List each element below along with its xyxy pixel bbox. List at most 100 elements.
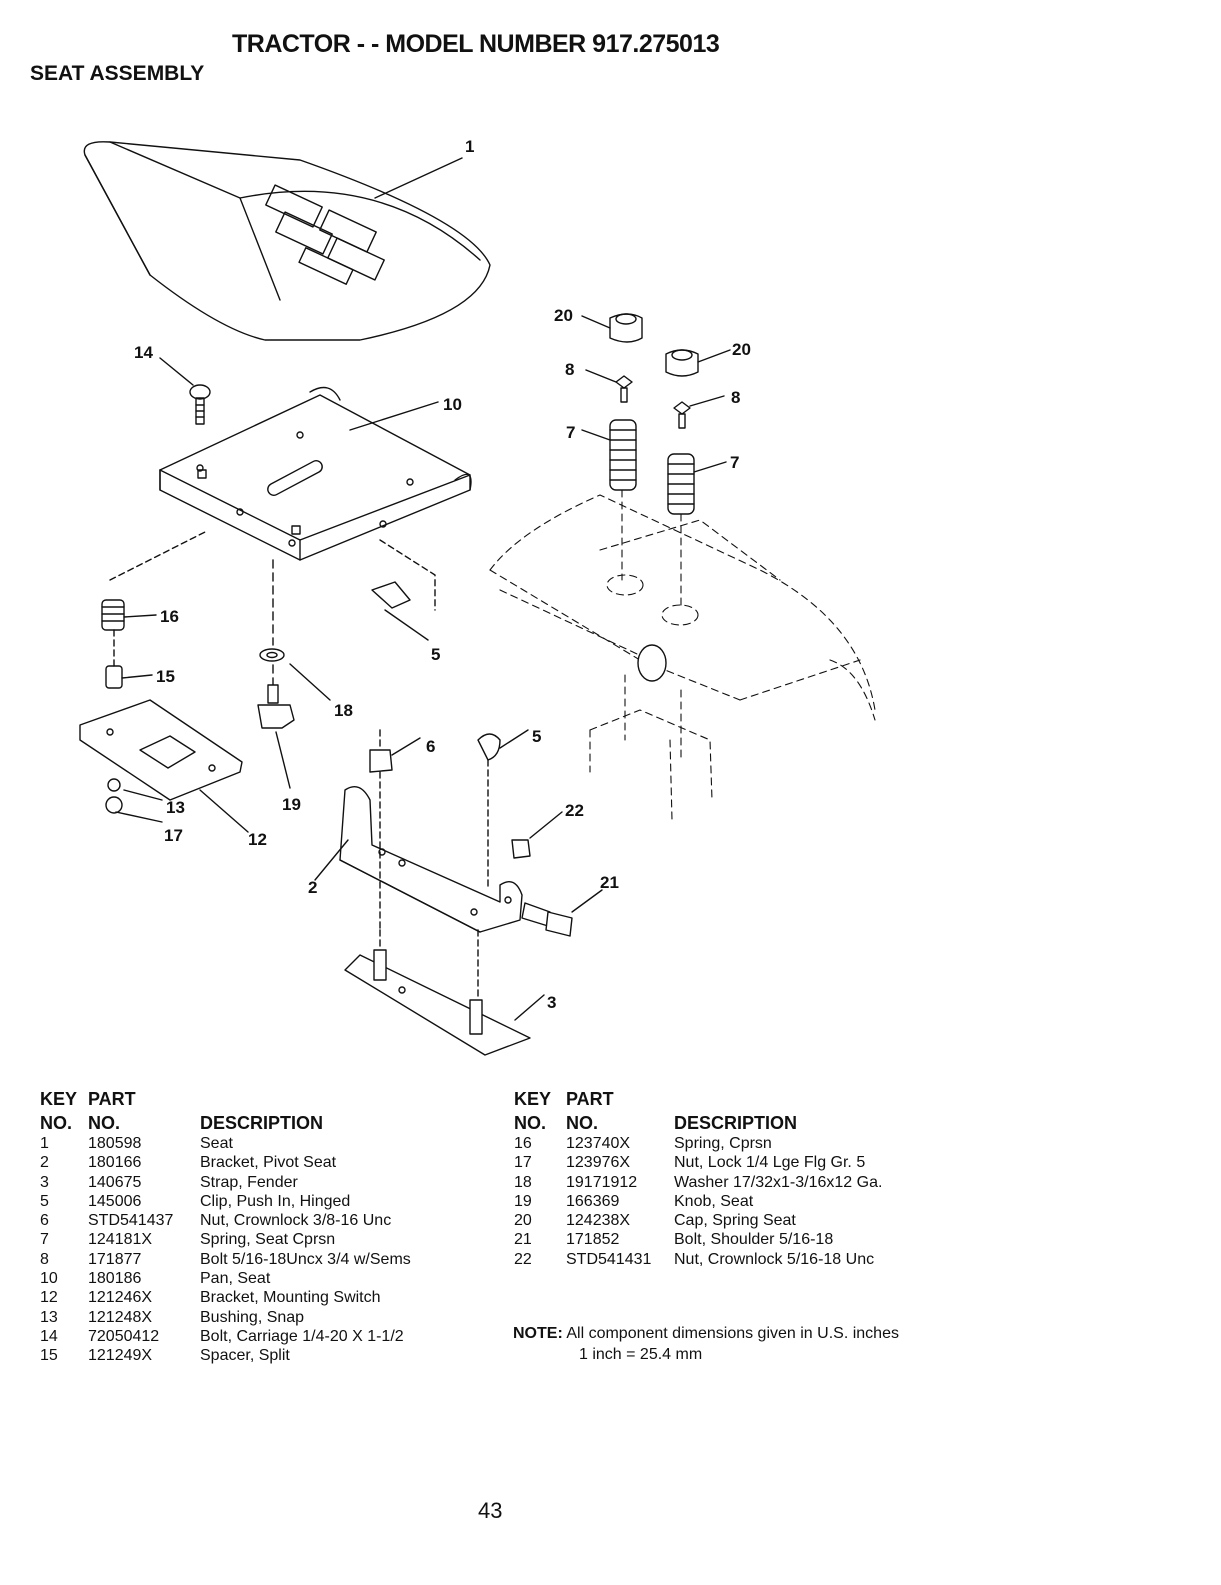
key-no: 16 xyxy=(514,1135,532,1152)
part-no: 180186 xyxy=(88,1270,142,1288)
seat-knob-group xyxy=(257,559,331,789)
part-description: Bracket, Pivot Seat xyxy=(200,1154,337,1172)
key-no: 15 xyxy=(40,1347,58,1365)
callout-6: 6 xyxy=(426,737,435,756)
callout-15: 15 xyxy=(156,667,175,686)
callout-7: 7 xyxy=(566,423,575,442)
pivot-bracket-part xyxy=(314,771,523,933)
carriage-bolt-part xyxy=(159,357,211,425)
key-header: NO. xyxy=(40,1113,73,1133)
part-description: Spacer, Split xyxy=(200,1347,290,1365)
part-no: 171877 xyxy=(88,1250,142,1268)
part-description: Bolt, Carriage 1/4-20 X 1-1/2 xyxy=(200,1327,404,1345)
part-no: STD541431 xyxy=(566,1250,652,1268)
fender-strap-part xyxy=(344,929,545,1056)
part-no: 145006 xyxy=(88,1192,142,1210)
callout-8: 8 xyxy=(565,360,574,379)
callout-12: 12 xyxy=(248,830,267,849)
part-description: Spring, Cprsn xyxy=(674,1135,772,1152)
callout-7: 7 xyxy=(730,453,739,472)
callout-17: 17 xyxy=(164,826,183,845)
part-description: Bolt 5/16-18Uncx 3/4 w/Sems xyxy=(200,1250,411,1268)
callout-labels: 1 2 3 5 5 6 7 7 8 8 10 12 13 14 15 16 17… xyxy=(134,137,751,1012)
key-no: 6 xyxy=(40,1212,49,1230)
fender-outline xyxy=(489,489,876,821)
exploded-parts-diagram: 1 2 3 5 5 6 7 7 8 8 10 12 13 14 15 16 17… xyxy=(79,137,876,1056)
callout-10: 10 xyxy=(443,395,462,414)
callout-8: 8 xyxy=(731,388,740,407)
seat-part xyxy=(83,141,491,341)
note-line2: 1 inch = 25.4 mm xyxy=(579,1346,703,1363)
part-no: 72050412 xyxy=(88,1327,160,1345)
parts-row: 16 123740X Spring, Cprsn xyxy=(514,1134,954,1153)
parts-row: 7 124181X Spring, Seat Cprsn xyxy=(40,1230,480,1249)
note-line1: All component dimensions given in U.S. i… xyxy=(566,1325,899,1342)
key-header: KEY xyxy=(514,1089,552,1109)
switch-bracket-group xyxy=(79,531,249,833)
parts-row: 14 72050412 Bolt, Carriage 1/4-20 X 1-1/2 xyxy=(40,1327,480,1346)
key-no: 10 xyxy=(40,1270,58,1288)
part-no: 124181X xyxy=(88,1231,153,1249)
callout-16: 16 xyxy=(160,607,179,626)
fender-knob xyxy=(637,644,667,682)
part-no: STD541437 xyxy=(88,1212,174,1230)
callout-21: 21 xyxy=(600,873,619,892)
part-no: 123976X xyxy=(566,1154,631,1172)
callout-5: 5 xyxy=(532,727,541,746)
part-description: Bolt, Shoulder 5/16-18 xyxy=(674,1231,834,1249)
key-header: KEY xyxy=(40,1089,78,1109)
part-description: Seat xyxy=(200,1135,233,1152)
part-no: 121249X xyxy=(88,1347,153,1365)
part-description: Cap, Spring Seat xyxy=(674,1212,796,1230)
callout-5: 5 xyxy=(431,645,440,664)
parts-row: 17 123976X Nut, Lock 1/4 Lge Flg Gr. 5 xyxy=(514,1153,954,1172)
seat-pan-part xyxy=(159,386,472,561)
part-description: Pan, Seat xyxy=(200,1270,271,1288)
part-no: 166369 xyxy=(566,1192,620,1210)
part-header: NO. xyxy=(88,1113,121,1133)
pivot-fasteners xyxy=(369,729,529,891)
callout-22: 22 xyxy=(565,801,584,820)
part-description: Knob, Seat xyxy=(674,1192,754,1210)
part-no: 123740X xyxy=(566,1135,631,1152)
part-description: Spring, Seat Cprsn xyxy=(200,1231,336,1249)
key-no: 14 xyxy=(40,1327,58,1345)
key-no: 21 xyxy=(514,1231,532,1249)
note: NOTE: All component dimensions given in … xyxy=(513,1323,899,1365)
callout-13: 13 xyxy=(166,798,185,817)
part-no: 121246X xyxy=(88,1289,153,1307)
key-no: 17 xyxy=(514,1154,532,1172)
part-description: Washer 17/32x1-3/16x12 Ga. xyxy=(674,1173,883,1191)
key-no: 5 xyxy=(40,1192,49,1210)
key-no: 12 xyxy=(40,1289,58,1307)
part-no: 121248X xyxy=(88,1308,153,1326)
key-no: 2 xyxy=(40,1154,49,1172)
callout-1: 1 xyxy=(465,137,474,156)
part-no: 180166 xyxy=(88,1154,142,1172)
parts-row: 10 180186 Pan, Seat xyxy=(40,1269,480,1288)
part-description: Bushing, Snap xyxy=(200,1308,305,1326)
part-description: Nut, Crownlock 5/16-18 Unc xyxy=(674,1250,875,1268)
shoulder-bolt-group xyxy=(511,811,603,937)
callout-18: 18 xyxy=(334,701,353,720)
parts-row: 15 121249X Spacer, Split xyxy=(40,1346,480,1365)
part-no: 140675 xyxy=(88,1173,142,1191)
part-description: Strap, Fender xyxy=(200,1173,298,1191)
part-no: 124238X xyxy=(566,1212,631,1230)
key-no: 7 xyxy=(40,1231,49,1249)
key-header: NO. xyxy=(514,1113,547,1133)
part-header: NO. xyxy=(566,1113,599,1133)
part-description: Nut, Lock 1/4 Lge Flg Gr. 5 xyxy=(674,1154,866,1172)
part-header: PART xyxy=(566,1089,614,1109)
callout-14: 14 xyxy=(134,343,153,362)
description-header: DESCRIPTION xyxy=(674,1113,798,1133)
